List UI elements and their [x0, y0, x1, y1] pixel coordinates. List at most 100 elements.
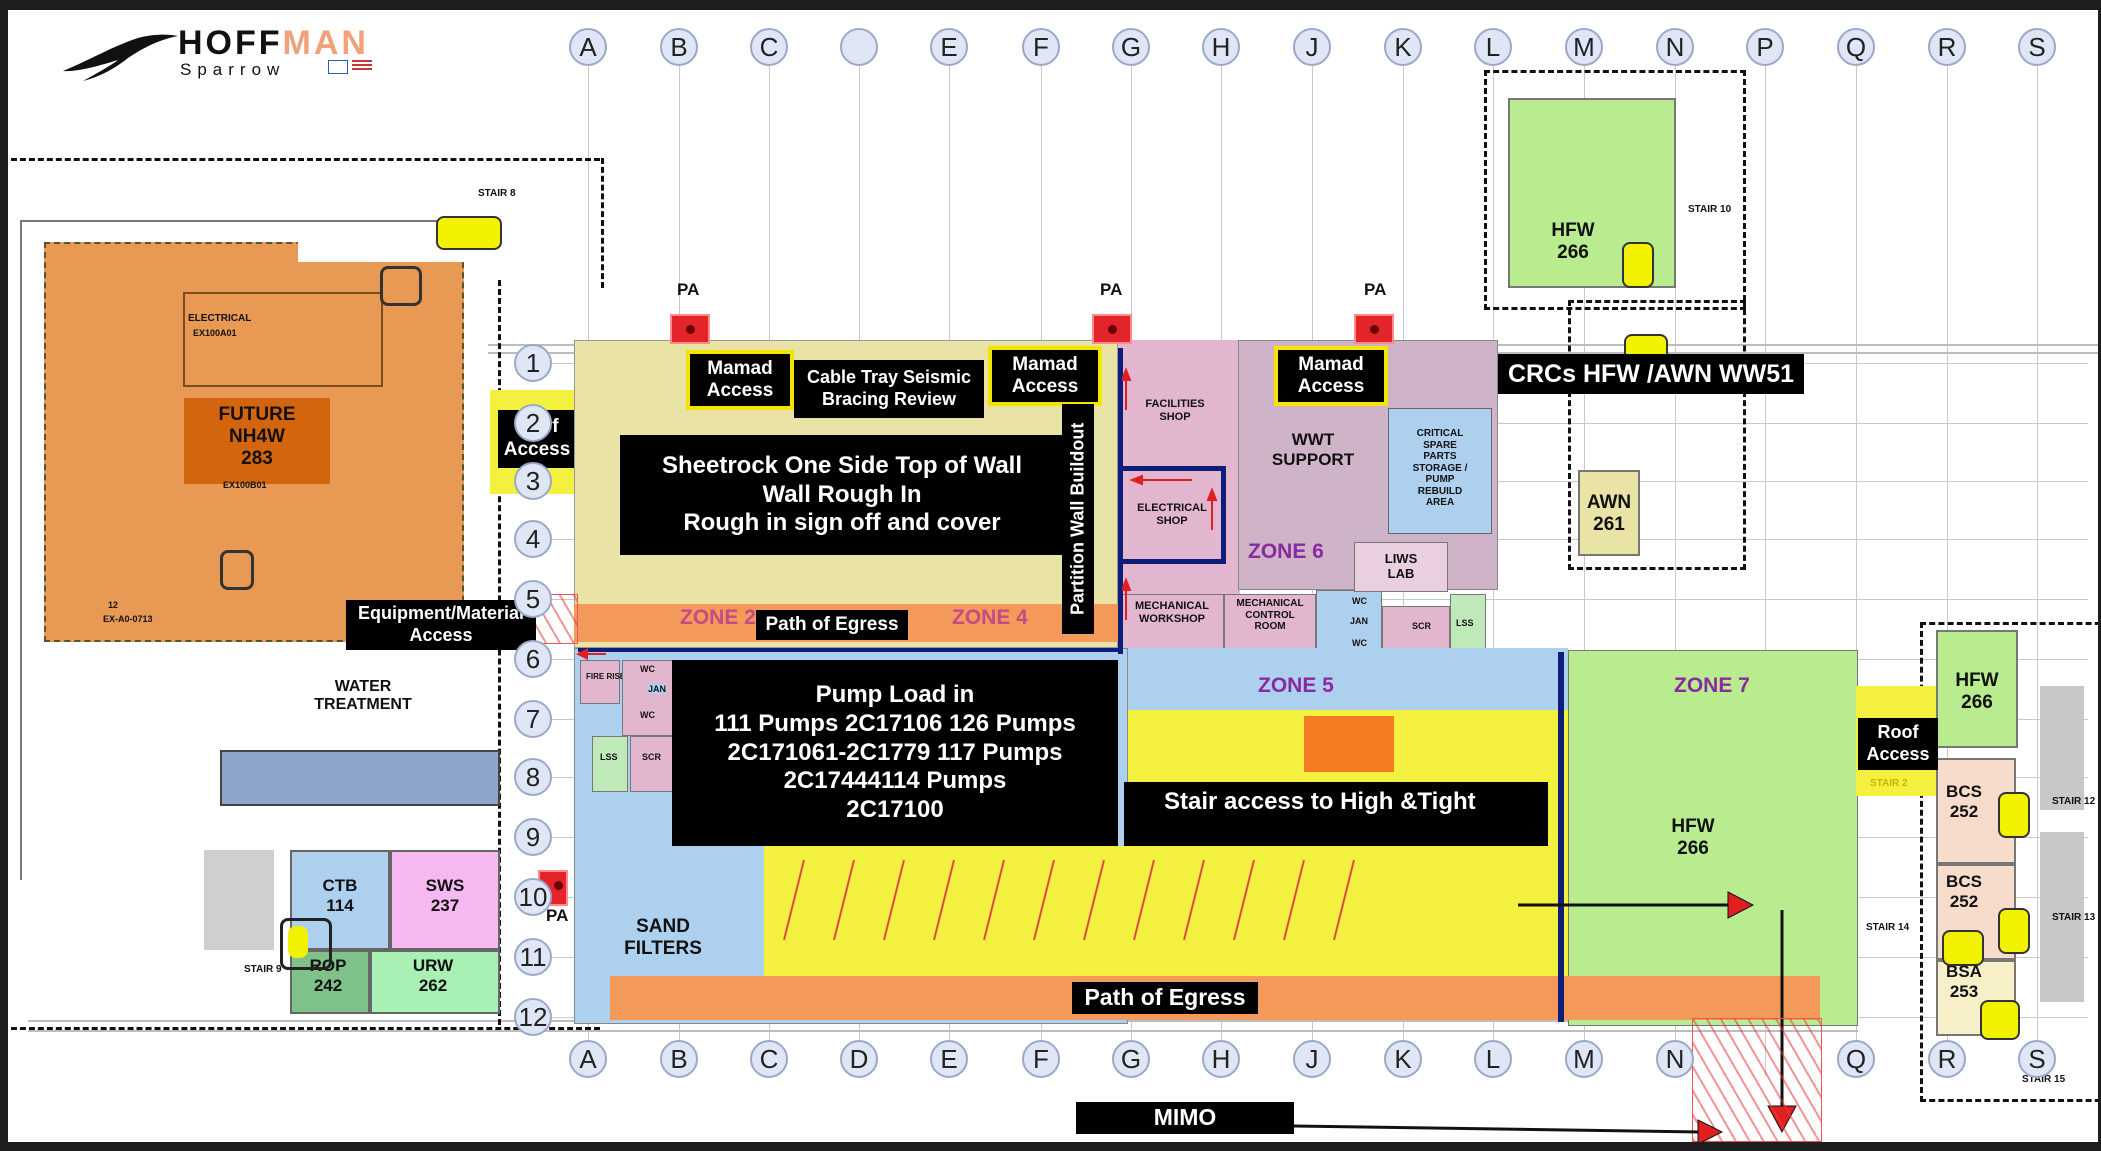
future-nh4w-label: FUTURE NH4W 283	[218, 404, 296, 469]
mimo-arrow-icon	[1294, 1119, 1724, 1142]
wc-label-4: WC	[1352, 638, 1367, 648]
hfw-top-dashed-boundary	[1484, 70, 1746, 310]
lss-room-zone6	[1450, 594, 1486, 652]
grid-bubble-bottom-K: K	[1384, 1040, 1422, 1078]
hfw-top-label: HFW 266	[1551, 220, 1595, 263]
electrical-room-outline	[183, 292, 383, 387]
stair-2-label: STAIR 2	[1870, 778, 1908, 789]
pump-yellow-area	[764, 846, 1128, 978]
brand-subtitle: Sparrow	[180, 60, 286, 79]
pa-marker-2	[1092, 314, 1132, 344]
brand-name-part1: HOFF	[178, 24, 283, 62]
sheetrock-label: Sheetrock One Side Top of Wall Wall Roug…	[620, 435, 1064, 555]
grid-bubble-bottom-A: A	[569, 1040, 607, 1078]
column-grid-line	[1856, 66, 1857, 1076]
grid-bubble-row-9: 9	[514, 818, 552, 856]
hfw-right-area	[1936, 630, 2018, 748]
blue-wall-line-1	[578, 648, 1118, 652]
usa-flag-icon	[352, 60, 372, 72]
left-dashed-vertical	[498, 280, 506, 1025]
mech-control-label: MECHANICAL CONTROL ROOM	[1236, 598, 1304, 632]
mamad-access-label-2: Mamad Access	[988, 346, 1102, 406]
stair-14-marker	[1942, 930, 1984, 966]
zone-4-label: ZONE 4	[952, 606, 1028, 629]
fire-riser-room	[580, 660, 620, 704]
grid-bubble-bottom-B: B	[660, 1040, 698, 1078]
grid-bubble-bottom-L: L	[1474, 1040, 1512, 1078]
scr-room-west	[630, 736, 676, 792]
roof-access-east-label: Roof Access	[1858, 718, 1938, 770]
pa-marker-3	[1354, 314, 1394, 344]
lss-room-west	[592, 736, 628, 792]
red-arrow-left-icon	[576, 648, 606, 660]
pa-label-1: PA	[677, 280, 700, 299]
grid-bubble-row-6: 6	[514, 640, 552, 678]
wwt-support-label: WWT SUPPORT	[1271, 430, 1355, 469]
ex100a01-label: EX100A01	[193, 328, 237, 338]
scr-label-1: SCR	[642, 752, 662, 762]
wc-label-3: WC	[1352, 596, 1367, 606]
stair-access-label: Stair access to High &Tight	[1124, 782, 1548, 846]
zone-2-label: ZONE 2	[680, 606, 756, 629]
grid-bubble-bottom-D: D	[840, 1040, 878, 1078]
ex-a0-label: EX-A0-0713	[103, 614, 153, 624]
stair-12-label: STAIR 12	[2052, 796, 2096, 807]
jan-label-1: JAN	[648, 684, 667, 694]
grid-bubble-top-B: B	[660, 28, 698, 66]
stair-9-marker	[288, 926, 308, 958]
water-treatment-label: WATER TREATMENT	[314, 678, 412, 714]
grid-bubble-top-N: N	[1656, 28, 1694, 66]
bottom-boundary-line-2	[28, 1030, 1858, 1032]
scr-label-2: SCR	[1412, 621, 1432, 631]
grid-bubble-top-M: M	[1565, 28, 1603, 66]
mech-control-room	[1224, 594, 1316, 654]
partition-wall-label-box: Partition Wall Buildout	[1062, 404, 1094, 634]
grid-bubble-top-F: F	[1022, 28, 1060, 66]
hfw-main-label: HFW 266	[1671, 816, 1715, 859]
stair-8-marker	[436, 216, 502, 250]
stair-9-box	[280, 918, 332, 970]
mimo-hatch-area	[1692, 1018, 1822, 1142]
stair-8-label: STAIR 8	[478, 188, 516, 199]
zone-5-header-area	[1128, 648, 1568, 718]
left-dashed-stub	[596, 158, 604, 288]
left-dashed-boundary	[8, 158, 600, 1030]
sparrow-logo-icon	[63, 34, 178, 81]
grid-bubble-top-A: A	[569, 28, 607, 66]
right-dashed-boundary	[1920, 622, 2098, 1102]
gray-pad-1	[2040, 686, 2084, 810]
bsa-label: BSA 253	[1946, 962, 1982, 1001]
electrical-shop-arrows-icon	[1122, 367, 1218, 620]
path-of-egress-bottom-label: Path of Egress	[1072, 982, 1258, 1014]
zone-6-label: ZONE 6	[1248, 540, 1324, 563]
sws-label: SWS 237	[425, 876, 465, 915]
stair-10-marker	[1622, 242, 1654, 288]
electrical-small-label: ELECTRICAL	[188, 313, 252, 324]
grid-bubble-bottom-C: C	[750, 1040, 788, 1078]
grid-bubble-row-7: 7	[514, 700, 552, 738]
critical-spare-label: CRITICAL SPARE PARTS STORAGE / PUMP REBU…	[1412, 428, 1468, 508]
grid-bubble-row-4: 4	[514, 520, 552, 558]
column-grid-line	[1947, 66, 1948, 1076]
mechanical-workshop-label: MECHANICAL WORKSHOP	[1135, 600, 1209, 625]
future-nh4w-notch	[298, 242, 464, 262]
pa-marker-1	[670, 314, 710, 344]
grid-bubble-bottom-F: F	[1022, 1040, 1060, 1078]
blue-wall-line-2	[1118, 348, 1123, 654]
mamad-access-label-3: Mamad Access	[1274, 346, 1388, 406]
liws-lab-label: LIWS LAB	[1384, 551, 1418, 581]
stair-12-marker	[1998, 792, 2030, 838]
grid-bubble-row-11: 11	[514, 938, 552, 976]
scr-room-zone6	[1382, 606, 1450, 652]
stair-box-nh4w-bottom	[220, 550, 254, 590]
grid-bubble-top-blank	[840, 28, 878, 66]
grid-bubble-top-S: S	[2018, 28, 2056, 66]
grid-bubble-top-C: C	[750, 28, 788, 66]
partition-wall-label: Partition Wall Buildout	[1067, 422, 1088, 616]
grid-bubble-row-10: 10	[514, 878, 552, 916]
pa-label-4: PA	[546, 906, 569, 925]
bcs-1-label: BCS 252	[1946, 782, 1982, 821]
stair-14-label: STAIR 14	[1866, 922, 1910, 933]
stair-box-nh4w-top	[380, 266, 422, 306]
stair-15-marker	[1980, 1000, 2020, 1040]
